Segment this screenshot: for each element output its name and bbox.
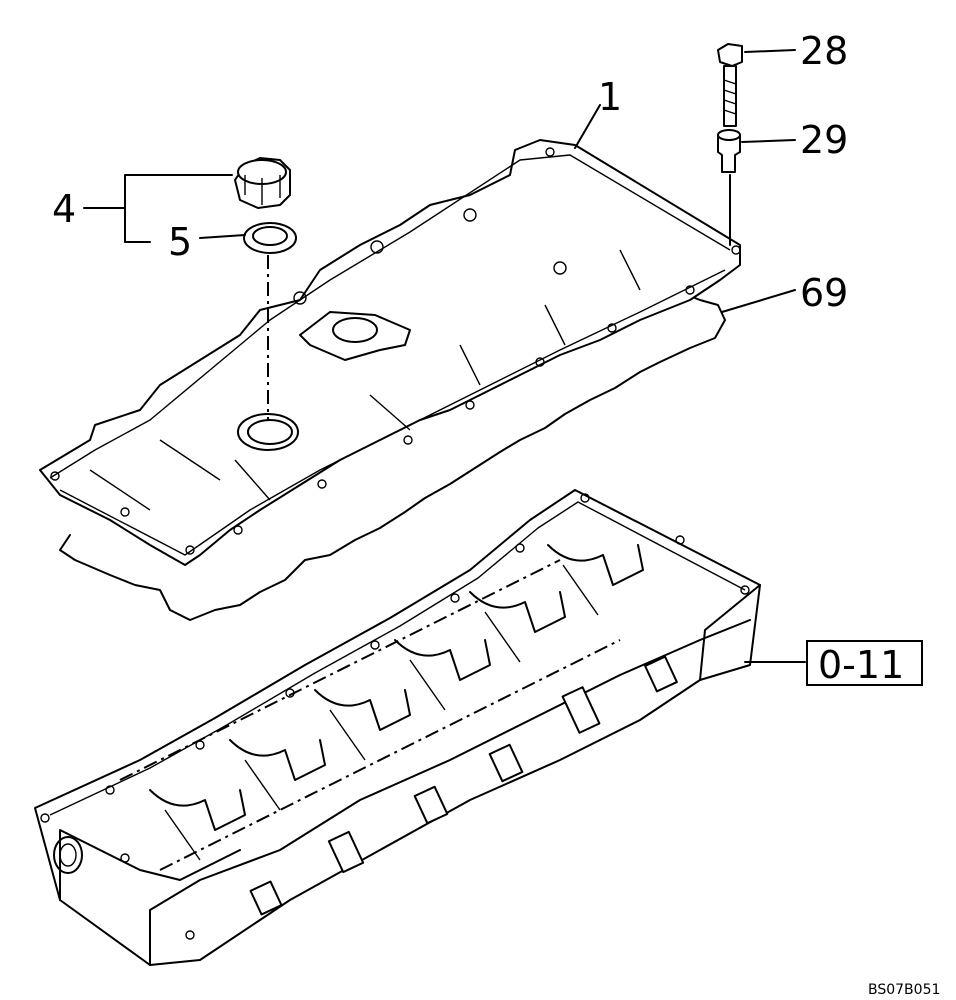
- cylinder-head: [34, 489, 761, 966]
- drawing-code: BS07B051: [868, 982, 940, 998]
- label-part-5: 5: [168, 220, 192, 264]
- label-part-4: 4: [52, 187, 76, 231]
- mounting-lugs: [249, 655, 678, 916]
- bearing-saddles: [149, 544, 644, 861]
- label-reference: 0-11: [818, 643, 904, 687]
- leader-lines: [83, 49, 806, 663]
- label-part-69: 69: [800, 271, 848, 315]
- label-part-28: 28: [800, 29, 848, 73]
- filler-cap: [234, 157, 291, 209]
- label-part-1: 1: [598, 75, 622, 119]
- rocker-cover: [39, 139, 741, 566]
- seal-ring: [243, 222, 297, 445]
- label-part-29: 29: [800, 118, 848, 162]
- grommet: [717, 129, 741, 173]
- reference-box: [806, 640, 923, 686]
- gasket: [59, 295, 726, 621]
- head-bolt-holes: [40, 493, 750, 940]
- bolt: [717, 43, 743, 127]
